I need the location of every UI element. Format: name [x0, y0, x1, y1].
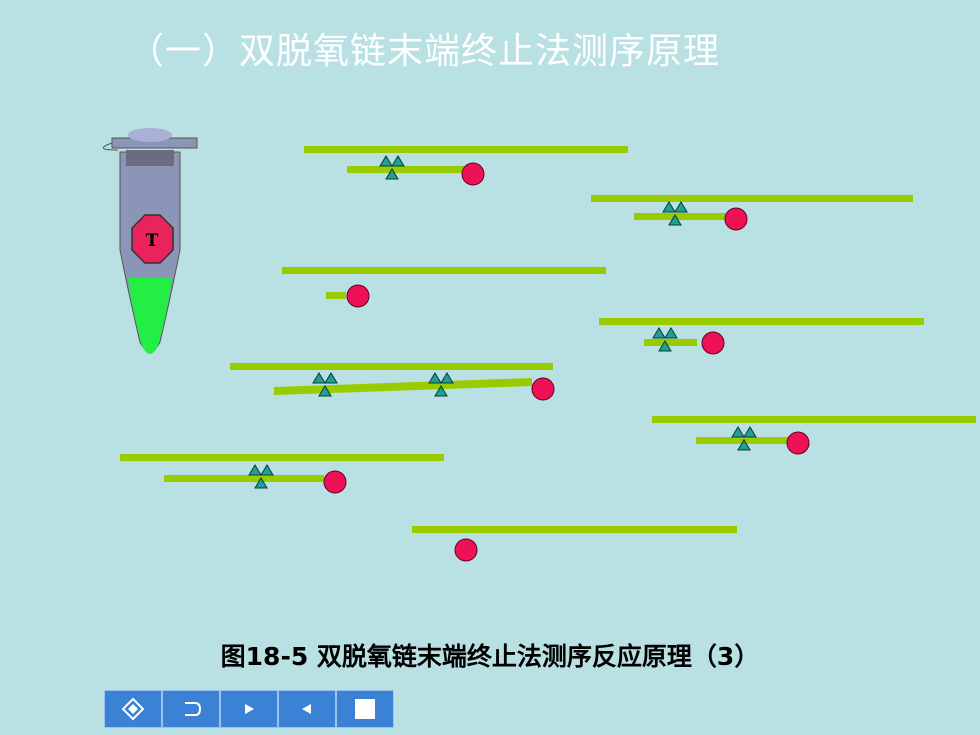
tube-label: T [146, 231, 159, 251]
template-strand [120, 454, 444, 461]
synthesized-strand [164, 475, 324, 482]
synthesized-strands [164, 166, 790, 482]
template-strand [412, 526, 737, 533]
terminator-dot [724, 207, 748, 231]
navigation-bar [104, 690, 394, 728]
template-strand [282, 267, 606, 274]
terminators [323, 162, 810, 562]
figure-caption: 图18-5 双脱氧链末端终止法测序反应原理（3） [220, 642, 760, 671]
template-strand [652, 416, 976, 423]
terminator-dot [786, 431, 810, 455]
play-icon [245, 704, 254, 714]
synthesized-strand [326, 292, 346, 299]
template-strands [120, 146, 976, 533]
return-button[interactable] [162, 690, 220, 728]
test-tube: T [102, 128, 198, 354]
return-icon [185, 702, 202, 716]
diamond-icon [121, 697, 145, 721]
template-strand [599, 318, 924, 325]
terminator-dot [701, 331, 725, 355]
synthesized-strand [634, 213, 726, 220]
next-button[interactable] [220, 690, 278, 728]
synthesized-strand [644, 339, 697, 346]
terminator-dot [454, 538, 478, 562]
terminator-dot [323, 470, 347, 494]
terminator-dot [461, 162, 485, 186]
stop-square-icon [355, 699, 375, 719]
synthesized-strand [274, 378, 532, 395]
stop-button[interactable] [336, 690, 394, 728]
template-strand [230, 363, 553, 370]
stop-sign-icon [131, 214, 174, 264]
back-icon [302, 704, 311, 714]
previous-button[interactable] [278, 690, 336, 728]
terminator-dot [531, 377, 555, 401]
template-strand [591, 195, 913, 202]
synthesized-strand [696, 437, 790, 444]
slide-title: （一）双脱氧链末端终止法测序原理 [128, 31, 721, 72]
template-strand [304, 146, 628, 153]
home-button[interactable] [104, 690, 162, 728]
synthesized-strand [347, 166, 465, 173]
terminator-dot [346, 284, 370, 308]
